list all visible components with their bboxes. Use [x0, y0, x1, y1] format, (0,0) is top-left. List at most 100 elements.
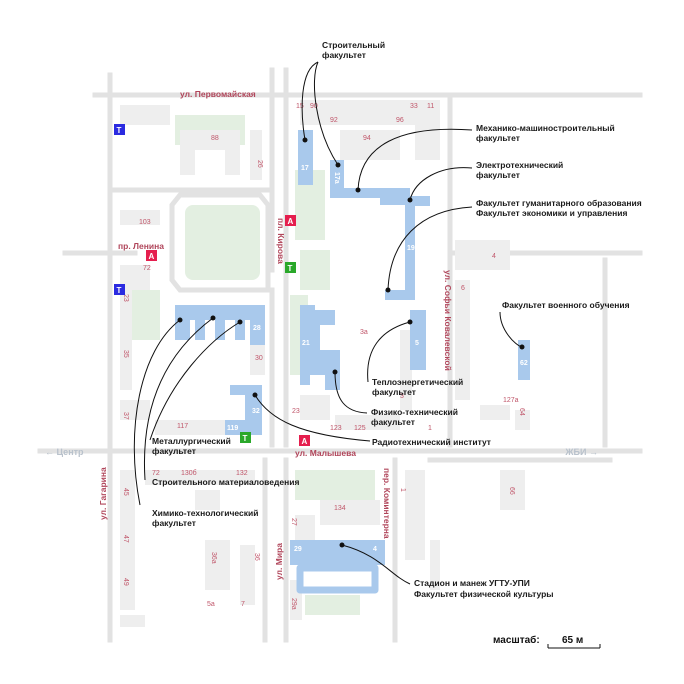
svg-text:3а: 3а — [360, 329, 368, 336]
label-fizkult: Факультет физической культуры — [414, 589, 554, 599]
other-buildings — [120, 100, 530, 627]
svg-text:72: 72 — [152, 470, 160, 477]
svg-text:А: А — [149, 252, 155, 261]
leader-lines — [133, 61, 523, 585]
svg-text:Т: Т — [117, 126, 122, 135]
label-mekh-mash: Механико-машиностроительный факультет — [476, 123, 617, 143]
svg-text:7: 7 — [241, 601, 245, 608]
direction-center: ← Центр — [45, 447, 84, 457]
svg-text:125: 125 — [354, 425, 366, 432]
svg-text:15: 15 — [296, 103, 304, 110]
street-kirova: пл. Кирова — [276, 218, 286, 264]
svg-text:37: 37 — [122, 412, 129, 420]
svg-text:127а: 127а — [503, 397, 519, 404]
svg-text:132: 132 — [236, 470, 248, 477]
label-metallurg: Металлургический факультет — [152, 436, 233, 456]
street-gagarina: ул. Гагарина — [98, 467, 108, 520]
svg-text:72: 72 — [143, 265, 151, 272]
trolley-stop-2: Т — [240, 432, 251, 443]
label-fiz-tekh: Физико-технический факультет — [371, 407, 460, 427]
street-kovalevskoy: ул. Софьи Ковалевской — [443, 270, 453, 371]
svg-text:Т: Т — [243, 434, 248, 443]
svg-text:119: 119 — [227, 425, 238, 432]
label-gumanitarny: Факультет гуманитарного образования — [476, 198, 642, 208]
label-elektrotekh: Электротехнический факультет — [476, 160, 566, 180]
svg-text:32: 32 — [252, 408, 260, 415]
svg-text:49: 49 — [122, 578, 129, 586]
bus-stop-2: А — [146, 250, 157, 261]
svg-text:36а: 36а — [210, 552, 217, 564]
faculty-labels: Строительный факультет Механико-машиност… — [152, 40, 642, 599]
label-ekonomiki: Факультет экономики и управления — [476, 208, 627, 218]
svg-text:21: 21 — [302, 340, 310, 347]
svg-text:33: 33 — [410, 103, 418, 110]
svg-text:4: 4 — [492, 253, 496, 260]
svg-text:19: 19 — [407, 245, 415, 252]
svg-text:62: 62 — [520, 360, 528, 367]
street-pervomayskaya: ул. Первомайская — [180, 89, 256, 99]
scale-bar: масштаб: 65 м — [493, 634, 601, 649]
svg-text:117: 117 — [177, 423, 188, 430]
label-khim-tekh: Химико-технологический факультет — [152, 508, 261, 528]
svg-text:47: 47 — [122, 535, 129, 543]
svg-text:45: 45 — [122, 488, 129, 496]
svg-text:103: 103 — [139, 219, 151, 226]
svg-text:5: 5 — [415, 340, 419, 347]
tram-stop-1: Т — [114, 124, 125, 135]
bus-stop-1: А — [285, 215, 296, 226]
svg-text:66: 66 — [508, 487, 515, 495]
svg-text:17а: 17а — [333, 172, 340, 184]
svg-text:134: 134 — [334, 505, 346, 512]
svg-text:27: 27 — [290, 518, 297, 526]
svg-text:88: 88 — [211, 135, 219, 142]
svg-text:29: 29 — [294, 546, 302, 553]
label-radiotekh: Радиотехнический институт — [372, 437, 491, 447]
building-numbers: 15 90 92 33 11 96 94 88 26 103 72 23 35 … — [122, 103, 525, 610]
svg-text:А: А — [288, 217, 294, 226]
bus-stop-3: А — [299, 435, 310, 446]
street-kominterna: пер. Коминтерна — [382, 468, 392, 539]
svg-text:123: 123 — [330, 425, 342, 432]
svg-text:30: 30 — [255, 355, 263, 362]
svg-text:Т: Т — [288, 264, 293, 273]
svg-text:6: 6 — [461, 285, 465, 292]
svg-text:17: 17 — [301, 165, 309, 172]
street-mira: ул. Мира — [274, 543, 284, 580]
svg-text:1: 1 — [428, 425, 432, 432]
label-stadion: Стадион и манеж УГТУ-УПИ — [414, 578, 530, 588]
svg-text:29а: 29а — [290, 598, 297, 610]
label-stroit-materialov: Строительного материаловедения — [152, 477, 299, 487]
svg-text:36: 36 — [253, 553, 260, 561]
svg-text:4: 4 — [373, 546, 377, 553]
svg-text:94: 94 — [363, 135, 371, 142]
svg-text:5а: 5а — [207, 601, 215, 608]
svg-text:11: 11 — [427, 103, 434, 110]
svg-text:35: 35 — [122, 350, 129, 358]
svg-text:28: 28 — [253, 325, 261, 332]
tram-stop-2: Т — [114, 284, 125, 295]
faculty-buildings — [175, 130, 530, 594]
svg-text:64: 64 — [518, 408, 525, 416]
square-outline — [169, 192, 271, 293]
svg-text:23: 23 — [292, 408, 300, 415]
svg-text:А: А — [302, 437, 308, 446]
svg-text:26: 26 — [256, 160, 263, 168]
street-malysheva: ул. Малышева — [295, 448, 356, 458]
label-teploenerg: Теплоэнергетический факультет — [372, 377, 466, 397]
svg-text:92: 92 — [330, 117, 338, 124]
svg-text:130б: 130б — [181, 469, 197, 477]
scale-value: 65 м — [562, 635, 583, 646]
label-voenny: Факультет военного обучения — [502, 300, 630, 310]
label-stroitelny: Строительный факультет — [322, 40, 387, 60]
faculty-building-numbers: 17 17а 19 21 5 62 28 32 119 29 4 — [227, 165, 528, 553]
svg-text:Т: Т — [117, 286, 122, 295]
street-lenina: пр. Ленина — [118, 241, 164, 251]
roads — [37, 67, 643, 643]
svg-text:3: 3 — [400, 393, 404, 400]
svg-text:96: 96 — [396, 117, 404, 124]
svg-text:90: 90 — [310, 103, 318, 110]
trolley-stop-1: Т — [285, 262, 296, 273]
direction-zhbi: ЖБИ → — [564, 447, 598, 457]
svg-text:1: 1 — [399, 488, 406, 492]
